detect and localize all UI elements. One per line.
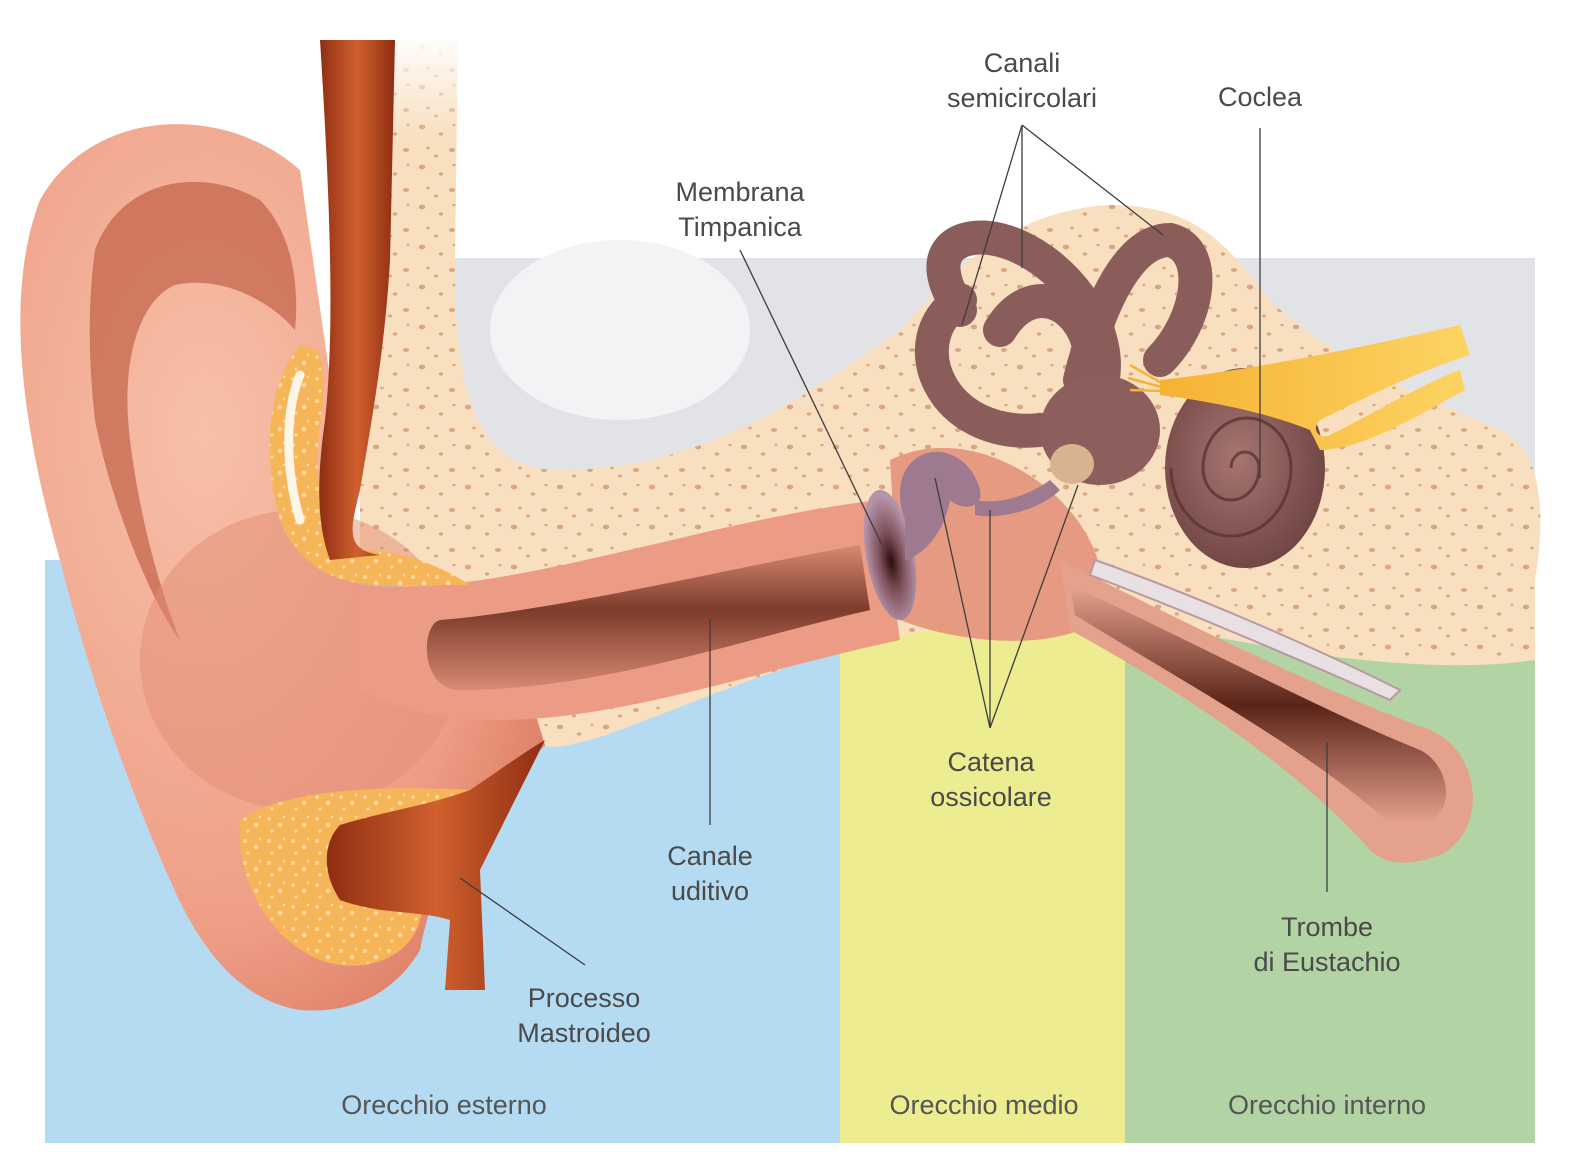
label-trombe-di-eustachio: Trombe di Eustachio xyxy=(1253,910,1400,980)
ossicular-chain xyxy=(899,444,1094,560)
label-coclea-line1: Coclea xyxy=(1217,82,1303,112)
label-catena-line2: ossicolare xyxy=(930,782,1052,812)
label-membrana-timpanica: Membrana Timpanica xyxy=(675,175,804,245)
leader-catena xyxy=(934,477,1079,729)
ear-canal xyxy=(426,545,870,690)
blurred-background-detail xyxy=(490,240,750,420)
label-catena-ossicolare: Catena ossicolare xyxy=(930,745,1052,815)
leader-canali xyxy=(961,124,1164,326)
upper-cartilage-vessel xyxy=(284,370,305,525)
label-canale-uditivo: Canale uditivo xyxy=(667,839,753,909)
label-canali-semicircolari: Canali semicircolari xyxy=(947,46,1097,116)
eustachian-tube-lumen xyxy=(1070,585,1447,826)
zone-label-medio: Orecchio medio xyxy=(889,1090,1079,1120)
tympanic-membrane xyxy=(863,489,917,621)
label-processo-mastroideo: Processo Mastroideo xyxy=(517,981,651,1051)
nerve-fibers xyxy=(1127,363,1166,393)
zone-label-interno: Orecchio interno xyxy=(1227,1090,1427,1120)
label-membrana-line2: Timpanica xyxy=(678,212,802,242)
label-processo-line2: Mastroideo xyxy=(517,1018,651,1048)
auditory-nerve xyxy=(1160,325,1470,450)
label-trombe-line1: Trombe xyxy=(1280,912,1374,942)
leader-lines xyxy=(459,124,1328,966)
upper-cartilage xyxy=(269,345,470,585)
upper-muscle xyxy=(319,40,395,560)
label-catena-line1: Catena xyxy=(947,747,1035,777)
label-canale-line1: Canale xyxy=(667,841,753,871)
label-coclea: Coclea xyxy=(1218,80,1302,115)
label-processo-line1: Processo xyxy=(527,983,641,1013)
label-canali-line2: semicircolari xyxy=(946,83,1098,113)
zone-middle-background xyxy=(840,600,1125,1143)
semicircular-canals xyxy=(914,220,1213,448)
eustachian-cartilage-plate xyxy=(1088,558,1402,702)
leader-membrana xyxy=(739,249,883,546)
label-trombe-line2: di Eustachio xyxy=(1253,947,1401,977)
zone-label-esterno: Orecchio esterno xyxy=(341,1090,547,1120)
label-membrana-line1: Membrana xyxy=(675,177,805,207)
mastoid-muscle xyxy=(326,740,545,990)
label-canali-line1: Canali xyxy=(983,48,1061,78)
leader-processo xyxy=(459,877,586,966)
auricle-helix-fold xyxy=(89,181,297,640)
label-canale-line2: uditivo xyxy=(670,876,750,906)
